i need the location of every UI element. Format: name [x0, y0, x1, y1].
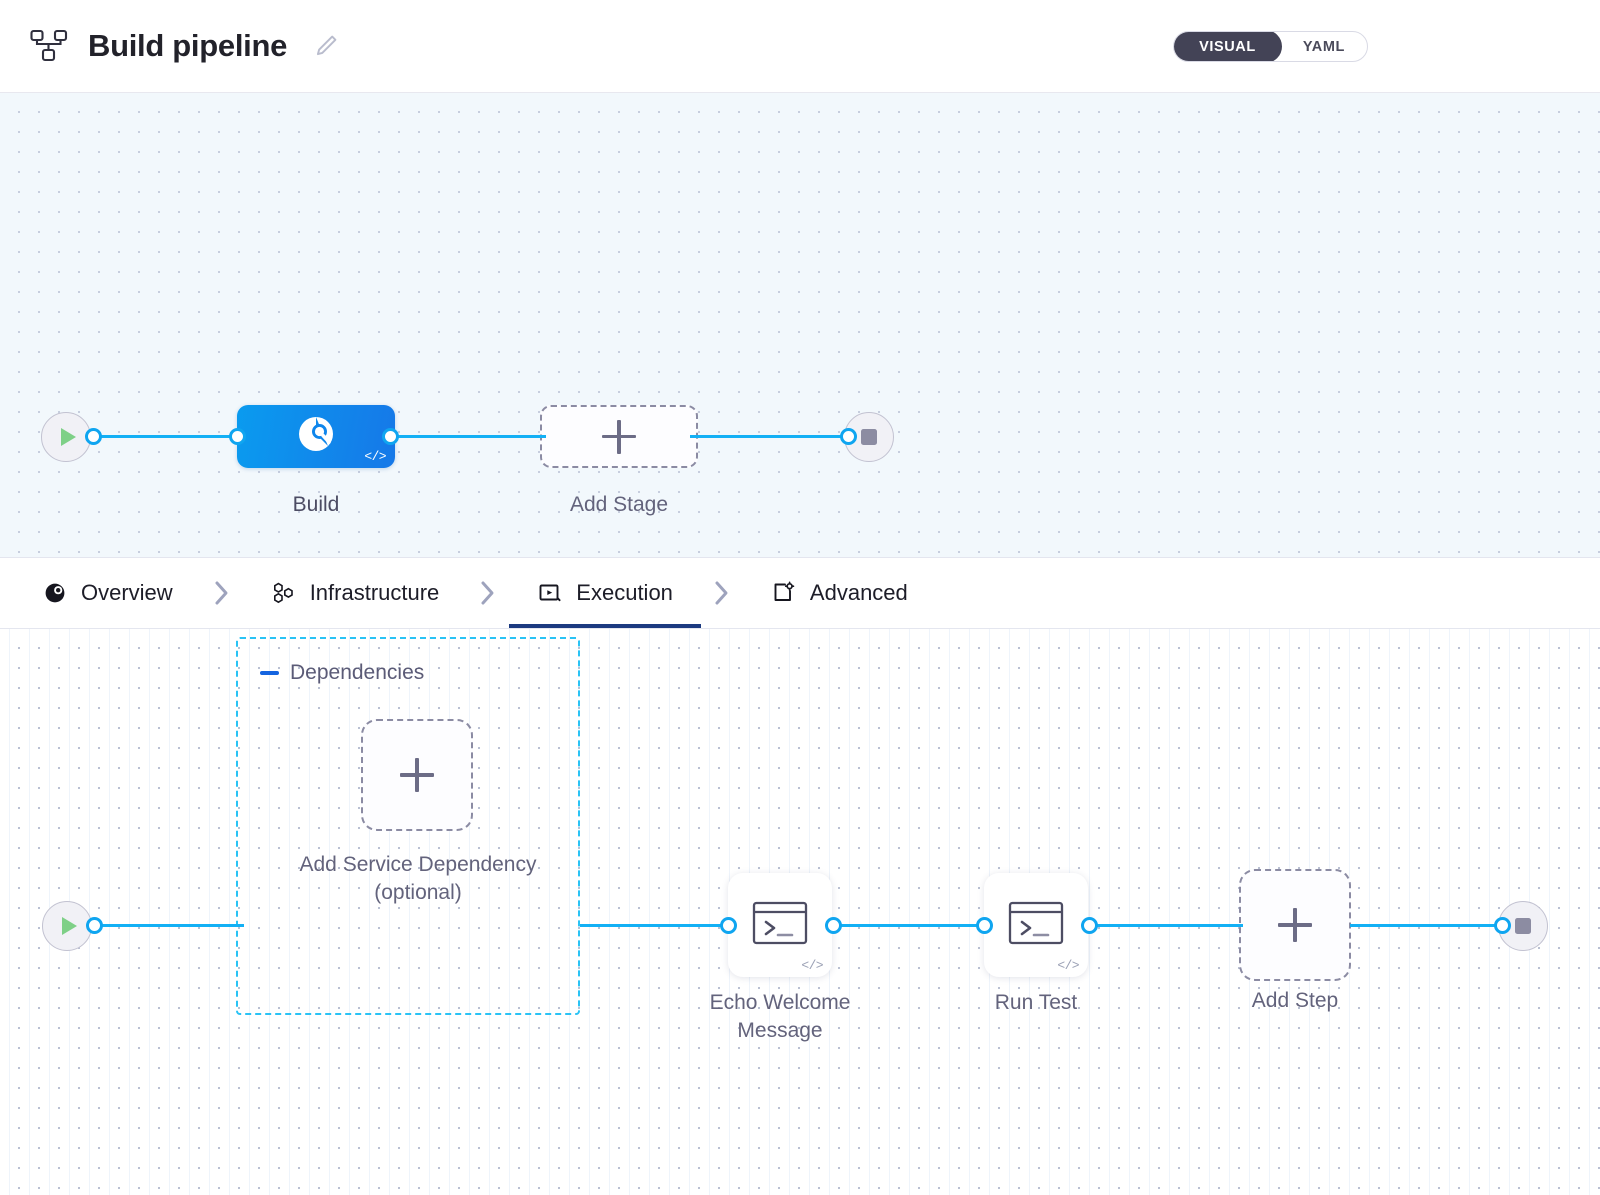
- collapse-minus-icon[interactable]: [260, 671, 279, 675]
- execution-start-node[interactable]: [42, 901, 92, 951]
- tab-execution[interactable]: Execution: [509, 558, 701, 628]
- port-run-test-in[interactable]: [976, 917, 993, 934]
- advanced-icon: [771, 580, 797, 606]
- port-end-in[interactable]: [840, 428, 857, 445]
- wire-addstage-to-end: [690, 435, 856, 439]
- app-header: Build pipeline VISUAL YAML: [0, 0, 1600, 93]
- port-run-test-out[interactable]: [1081, 917, 1098, 934]
- toggle-option-visual[interactable]: VISUAL: [1174, 32, 1282, 61]
- port-start-out[interactable]: [85, 428, 102, 445]
- add-step-label: Add Step: [1251, 989, 1339, 1012]
- add-stage-node[interactable]: [540, 405, 698, 468]
- code-badge-icon: </>: [1057, 958, 1079, 973]
- start-node-circle[interactable]: [41, 412, 91, 462]
- port-echo-out[interactable]: [825, 917, 842, 934]
- chevron-right-icon: [179, 558, 265, 628]
- tab-label-execution: Execution: [576, 580, 673, 605]
- stage-config-tabbar[interactable]: Overview Infrastructure Execution: [0, 557, 1600, 629]
- execution-icon: [537, 580, 563, 606]
- wire-start-to-deps: [94, 924, 244, 928]
- page-title: Build pipeline: [88, 28, 288, 63]
- plus-icon: [602, 419, 636, 454]
- pipeline-start-node[interactable]: [41, 412, 91, 462]
- add-service-dependency-label: Add Service Dependency (optional): [299, 853, 537, 904]
- port-build-in[interactable]: [229, 428, 246, 445]
- stage-node-build[interactable]: </>: [237, 405, 395, 468]
- stop-icon: [861, 429, 877, 445]
- wire-build-to-addstage: [390, 435, 546, 439]
- step-run-test-box[interactable]: </>: [984, 873, 1088, 977]
- tab-label-advanced: Advanced: [809, 580, 908, 605]
- dependencies-title: Dependencies: [290, 661, 425, 684]
- pipeline-icon: [28, 25, 70, 67]
- execution-canvas[interactable]: Dependencies Add Service Dependency (opt…: [0, 629, 1600, 1195]
- play-icon: [60, 428, 76, 446]
- wire-runtest-to-addstep: [1089, 924, 1243, 928]
- tab-label-infrastructure: Infrastructure: [309, 580, 440, 605]
- port-exec-start-out[interactable]: [86, 917, 103, 934]
- step-label-echo-welcome-message: Echo Welcome Message: [709, 991, 851, 1042]
- add-service-dependency-button[interactable]: [361, 719, 473, 831]
- plus-icon: [1278, 908, 1312, 942]
- tab-infrastructure[interactable]: Infrastructure: [265, 558, 446, 628]
- tab-overview[interactable]: Overview: [36, 558, 179, 628]
- stop-icon: [1515, 918, 1531, 934]
- header-left-group: Build pipeline: [28, 25, 341, 67]
- overview-icon: [42, 580, 68, 606]
- add-step-button[interactable]: [1239, 869, 1351, 981]
- infrastructure-icon: [271, 580, 297, 606]
- tab-label-overview: Overview: [81, 580, 173, 605]
- terminal-icon: [1008, 901, 1064, 950]
- stage-canvas[interactable]: </> Build Add Stage: [0, 93, 1600, 557]
- add-step-node[interactable]: [1239, 869, 1351, 981]
- chevron-right-icon: [679, 558, 765, 628]
- terminal-icon: [752, 901, 808, 950]
- code-badge-icon: </>: [364, 449, 386, 464]
- port-exec-end-in[interactable]: [1494, 917, 1511, 934]
- port-build-out[interactable]: [382, 428, 399, 445]
- edit-pencil-icon[interactable]: [311, 31, 341, 61]
- add-stage-label: Add Stage: [569, 493, 669, 516]
- dependencies-group[interactable]: Dependencies Add Service Dependency (opt…: [236, 637, 580, 1015]
- stage-build-box[interactable]: </>: [237, 405, 395, 468]
- toggle-option-yaml[interactable]: YAML: [1302, 38, 1345, 55]
- wire-echo-to-runtest: [833, 924, 987, 928]
- add-service-dependency-node[interactable]: [361, 719, 473, 831]
- wire-start-to-build: [93, 435, 243, 439]
- port-echo-in[interactable]: [720, 917, 737, 934]
- stage-label-build: Build: [292, 493, 340, 516]
- chevron-right-icon: [445, 558, 531, 628]
- view-mode-toggle[interactable]: VISUAL YAML: [1173, 31, 1368, 62]
- stage-icon: [295, 413, 337, 460]
- step-node-run-test[interactable]: </>: [984, 873, 1088, 977]
- code-badge-icon: </>: [801, 958, 823, 973]
- step-echo-box[interactable]: </>: [728, 873, 832, 977]
- step-label-run-test: Run Test: [994, 991, 1078, 1014]
- step-node-echo-welcome-message[interactable]: </>: [728, 873, 832, 977]
- play-icon: [61, 917, 77, 935]
- add-stage-button[interactable]: [540, 405, 698, 468]
- wire-deps-to-echo: [580, 924, 732, 928]
- plus-icon: [400, 758, 434, 792]
- wire-addstep-to-end: [1350, 924, 1508, 928]
- dependencies-header: Dependencies: [238, 639, 578, 685]
- tab-advanced[interactable]: Advanced: [765, 558, 914, 628]
- execution-start-circle[interactable]: [42, 901, 92, 951]
